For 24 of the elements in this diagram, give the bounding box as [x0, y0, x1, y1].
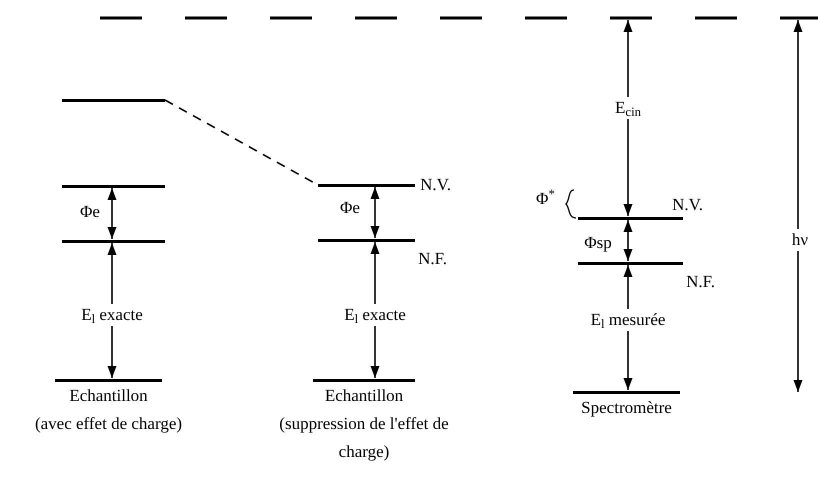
level-caption: (avec effet de charge)	[34, 412, 182, 435]
level-label: N.F.	[686, 272, 715, 292]
double-arrow	[624, 20, 632, 216]
energy-level-line	[62, 98, 165, 102]
double-arrow	[108, 188, 116, 239]
level-label: N.V.	[672, 195, 703, 215]
symbol-label: Φ$^{*}$	[536, 188, 555, 210]
double-arrow	[794, 20, 802, 392]
edge-label: E$_{cin}$	[613, 97, 643, 119]
level-caption: (suppression de l'effet de charge)	[278, 412, 450, 463]
level-label: N.V.	[420, 175, 451, 195]
level-label: N.F.	[418, 248, 447, 268]
double-arrow	[370, 187, 380, 238]
level-label: Echantillon	[69, 384, 148, 406]
energy-level-line	[62, 240, 165, 242]
double-arrow	[624, 220, 632, 261]
vacuum-level-line	[100, 16, 818, 20]
level-label: Spectromètre	[581, 396, 672, 419]
edge-label: E$_{l}$ exacte	[79, 304, 145, 326]
edge-label: hν	[790, 229, 810, 251]
edge-label: E$_{l}$ exacte	[342, 304, 408, 326]
level-label: Echantillon	[324, 384, 404, 406]
edge-label: E$_{l}$ mesurée	[588, 309, 668, 331]
energy-level-line	[62, 184, 165, 188]
